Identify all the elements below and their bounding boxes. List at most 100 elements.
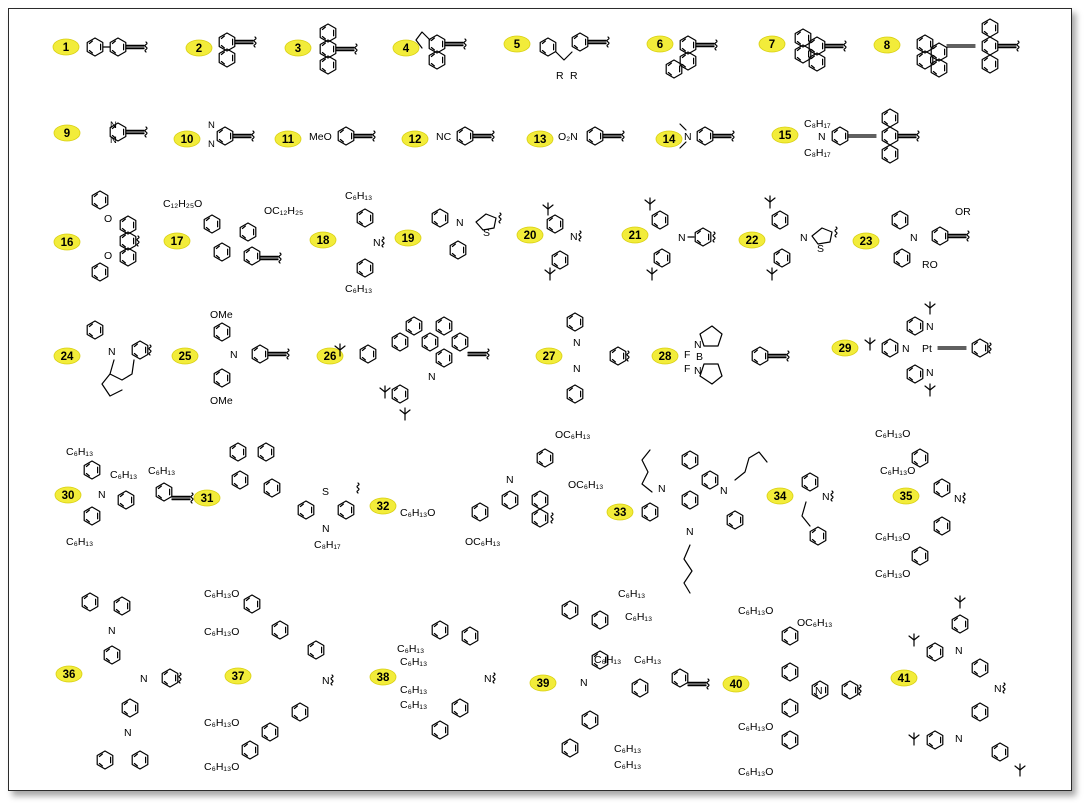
atom-n: N xyxy=(955,733,963,745)
atom-s: S xyxy=(817,243,824,255)
label-ellipse xyxy=(651,347,679,365)
label-text: 28 xyxy=(659,351,672,363)
structure-13: O₂N xyxy=(558,126,625,146)
atom-n: N xyxy=(694,365,702,377)
structure-10: N N xyxy=(208,120,255,150)
atom-n: N xyxy=(110,120,117,131)
atom-c6h13: C₆H₁₃ xyxy=(625,611,652,623)
atom-c8h17: C₈H₁₇ xyxy=(314,539,341,551)
label-ellipse xyxy=(193,489,221,507)
structure-24: N xyxy=(86,320,152,397)
structure-27: N N xyxy=(566,312,630,404)
label-ellipse xyxy=(284,39,312,57)
label-ellipse xyxy=(621,226,649,244)
compound-label-26: 26 xyxy=(316,347,344,365)
label-ellipse xyxy=(526,130,554,148)
label-text: 23 xyxy=(860,236,873,248)
label-text: 13 xyxy=(534,134,547,146)
compound-label-6: 6 xyxy=(646,35,674,53)
atom-n: N xyxy=(573,363,581,375)
atom-n: N xyxy=(902,343,910,355)
label-text: 39 xyxy=(537,678,550,690)
label-text: 10 xyxy=(181,134,194,146)
compound-label-8: 8 xyxy=(873,36,901,54)
label-ellipse xyxy=(606,503,634,521)
atom-n: N xyxy=(815,685,823,697)
atom-n: N xyxy=(124,727,132,739)
atom-c6h13o: C₆H₁₃O xyxy=(204,588,239,600)
label-ellipse xyxy=(890,669,918,687)
compound-label-18: 18 xyxy=(309,231,337,249)
atom-n: N xyxy=(506,474,514,486)
atom-or: OR xyxy=(955,206,971,218)
atom-ro: RO xyxy=(922,259,938,271)
structure-8 xyxy=(916,18,1020,78)
structure-36: N N N xyxy=(81,592,182,770)
atom-n: N xyxy=(322,675,330,687)
label-text: 37 xyxy=(232,671,245,683)
label-ellipse xyxy=(369,497,397,515)
structure-21: N xyxy=(644,197,716,281)
compound-label-21: 21 xyxy=(621,226,649,244)
structure-30: C₆H₁₃ N C₆H₁₃ C₆H₁₃ C₆H₁₃ xyxy=(66,446,194,548)
atom-oc6h13: OC₆H₁₃ xyxy=(568,479,603,491)
atom-n: N xyxy=(140,673,148,685)
atom-c6h13: C₆H₁₃ xyxy=(400,699,427,711)
atom-n: N xyxy=(994,683,1002,695)
structure-14: N xyxy=(679,123,735,149)
atom-n: N xyxy=(822,491,830,503)
structure-3 xyxy=(319,23,358,75)
compound-label-33: 33 xyxy=(606,503,634,521)
label-ellipse xyxy=(516,226,544,244)
atom-n: N xyxy=(428,371,436,383)
label-ellipse xyxy=(53,347,81,365)
label-ellipse xyxy=(55,665,83,683)
label-text: 29 xyxy=(839,343,852,355)
structure-41: N N N xyxy=(908,595,1026,777)
atom-c6h13o: C₆H₁₃O xyxy=(875,568,910,580)
structure-25: OMe N OMe xyxy=(210,309,290,407)
atom-n: N xyxy=(108,625,116,637)
atom-nc: NC xyxy=(436,131,452,143)
structure-35: C₆H₁₃O C₆H₁₃O N C₆H₁₃O C₆H₁₃O xyxy=(875,428,966,580)
structure-19: N S xyxy=(431,208,502,260)
label-text: 16 xyxy=(61,237,74,249)
atom-n: N xyxy=(570,231,578,243)
atom-n: N xyxy=(658,483,666,495)
structure-29: N N Pt N xyxy=(864,301,992,397)
atom-c6h13o: C₆H₁₃O xyxy=(875,428,910,440)
atom-n: N xyxy=(208,139,215,150)
compound-label-28: 28 xyxy=(651,347,679,365)
label-ellipse xyxy=(771,126,799,144)
label-text: 3 xyxy=(295,43,301,55)
label-text: 9 xyxy=(64,128,70,140)
label-ellipse xyxy=(392,39,420,57)
atom-n: N xyxy=(322,523,330,535)
atom-o: O xyxy=(104,213,112,225)
atom-c6h13: C₆H₁₃ xyxy=(345,190,372,202)
compound-label-16: 16 xyxy=(53,233,81,251)
compound-label-25: 25 xyxy=(171,347,199,365)
structure-34: N xyxy=(801,472,834,546)
atom-c6h13: C₆H₁₃ xyxy=(66,446,93,458)
label-ellipse xyxy=(535,347,563,365)
atom-n: N xyxy=(208,120,215,131)
atom-n: N xyxy=(373,237,381,249)
compound-label-7: 7 xyxy=(758,35,786,53)
atom-n: N xyxy=(926,321,934,333)
structure-7 xyxy=(794,28,847,72)
label-text: 21 xyxy=(629,230,642,242)
compound-label-34: 34 xyxy=(766,487,794,505)
label-ellipse xyxy=(655,130,683,148)
atom-c6h13: C₆H₁₃ xyxy=(614,743,641,755)
label-text: 40 xyxy=(730,679,743,691)
compound-label-27: 27 xyxy=(535,347,563,365)
compound-label-31: 31 xyxy=(193,489,221,507)
atom-c6h13: C₆H₁₃ xyxy=(110,469,137,481)
label-text: 26 xyxy=(324,351,337,363)
label-text: 31 xyxy=(201,493,214,505)
label-text: 17 xyxy=(171,236,184,248)
atom-meo: MeO xyxy=(309,131,332,143)
atom-c6h13o: C₆H₁₃O xyxy=(738,766,773,778)
structure-5: R R xyxy=(539,32,610,82)
